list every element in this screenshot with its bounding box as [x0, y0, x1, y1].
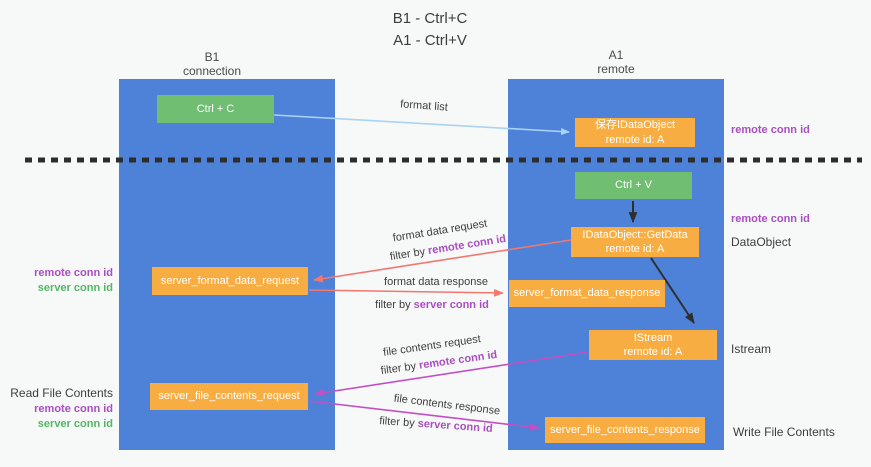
node-server-file-contents-response: server_file_contents_response	[545, 417, 705, 443]
annotation-write-file-contents: Write File Contents	[733, 424, 835, 440]
node-ctrl-v-label: Ctrl + V	[615, 179, 652, 192]
node-server-file-contents-request-label: server_file_contents_request	[158, 390, 300, 403]
annotation-remote-conn-id-left-1: remote conn id	[34, 267, 113, 279]
node-getdata: IDataObject::GetData remote id: A	[571, 227, 699, 257]
node-getdata-line1: IDataObject::GetData	[582, 228, 688, 241]
edge-label-filter-server-1: filter by server conn id	[375, 299, 489, 311]
annotation-remote-conn-id-right-2-text: remote conn id	[731, 213, 810, 225]
annotation-remote-conn-id-right-2: remote conn id	[731, 212, 810, 227]
title-line-2: A1 - Ctrl+V	[393, 31, 467, 49]
node-getdata-line2: remote id: A	[605, 243, 665, 255]
node-server-format-data-response: server_format_data_response	[509, 280, 665, 307]
node-istream-line1: IStream	[633, 331, 673, 344]
edge-label-format-list: format list	[400, 98, 448, 113]
node-server-format-data-request: server_format_data_request	[152, 267, 308, 295]
lane-header-a1-remote: A1 remote	[536, 48, 696, 77]
annotation-dataobject-text: DataObject	[731, 235, 792, 249]
annotation-left-conn-ids-2: remote conn id server conn id	[0, 402, 113, 432]
filter-by-text-1: filter by	[389, 245, 430, 264]
filter-by-text-3: filter by	[380, 359, 420, 378]
edge-label-filter-server-2: filter by server conn id	[379, 415, 493, 435]
title-line-1: B1 - Ctrl+C	[392, 10, 468, 27]
diagram-title: B1 - Ctrl+C A1 - Ctrl+V	[330, 8, 530, 52]
node-save-dataobject: 保存IDataObject remote id: A	[575, 118, 695, 147]
annotation-remote-conn-id-right-1-text: remote conn id	[731, 124, 810, 136]
annotation-read-file-contents: Read File Contents	[0, 385, 113, 401]
edge-label-file-contents-response-text: file contents response	[393, 392, 501, 418]
annotation-remote-conn-id-right-1: remote conn id	[731, 123, 810, 138]
node-save-dataobject-line2: remote id: A	[605, 133, 665, 146]
annotation-write-file-contents-text: Write File Contents	[733, 425, 835, 439]
node-ctrl-v: Ctrl + V	[575, 172, 692, 199]
annotation-read-file-contents-text: Read File Contents	[10, 386, 113, 400]
edge-label-format-data-response-text: format data response	[384, 276, 488, 288]
filter-by-text-2: filter by	[375, 299, 414, 311]
node-ctrl-c-label: Ctrl + C	[196, 102, 235, 115]
annotation-dataobject: DataObject	[731, 234, 791, 250]
edge-label-file-contents-response: file contents response	[393, 393, 501, 418]
edge-label-format-data-response: format data response	[384, 276, 488, 288]
node-server-format-data-request-label: server_format_data_request	[160, 274, 300, 287]
lane-header-a1-line1: A1	[608, 48, 624, 62]
server-conn-id-highlight-1: server conn id	[413, 299, 489, 311]
filter-by-text-4: filter by	[378, 415, 419, 430]
annotation-istream-text: Istream	[731, 342, 772, 356]
node-save-dataobject-line1: 保存IDataObject	[594, 119, 676, 132]
annotation-left-conn-ids-1: remote conn id server conn id	[0, 266, 113, 296]
arrow-format-data-response	[308, 288, 505, 297]
lane-header-b1-line1: B1	[204, 50, 220, 64]
annotation-remote-conn-id-left-2: remote conn id	[34, 403, 113, 415]
lane-header-b1-connection: B1 connection	[132, 50, 292, 79]
node-server-file-contents-request: server_file_contents_request	[150, 383, 308, 410]
node-server-file-contents-response-label: server_file_contents_response	[550, 423, 700, 436]
node-server-format-data-response-label: server_format_data_response	[513, 287, 661, 300]
annotation-istream: Istream	[731, 341, 771, 357]
annotation-server-conn-id-left-1: server conn id	[37, 281, 113, 294]
node-istream: IStream remote id: A	[589, 330, 717, 360]
edge-label-format-list-text: format list	[399, 98, 449, 114]
node-istream-line2: remote id: A	[623, 346, 683, 358]
node-ctrl-c: Ctrl + C	[157, 95, 274, 123]
annotation-server-conn-id-left-2: server conn id	[37, 417, 113, 430]
lane-header-b1-line2: connection	[182, 64, 242, 79]
server-conn-id-highlight-2: server conn id	[417, 417, 494, 435]
lane-header-a1-line2: remote	[597, 62, 635, 77]
